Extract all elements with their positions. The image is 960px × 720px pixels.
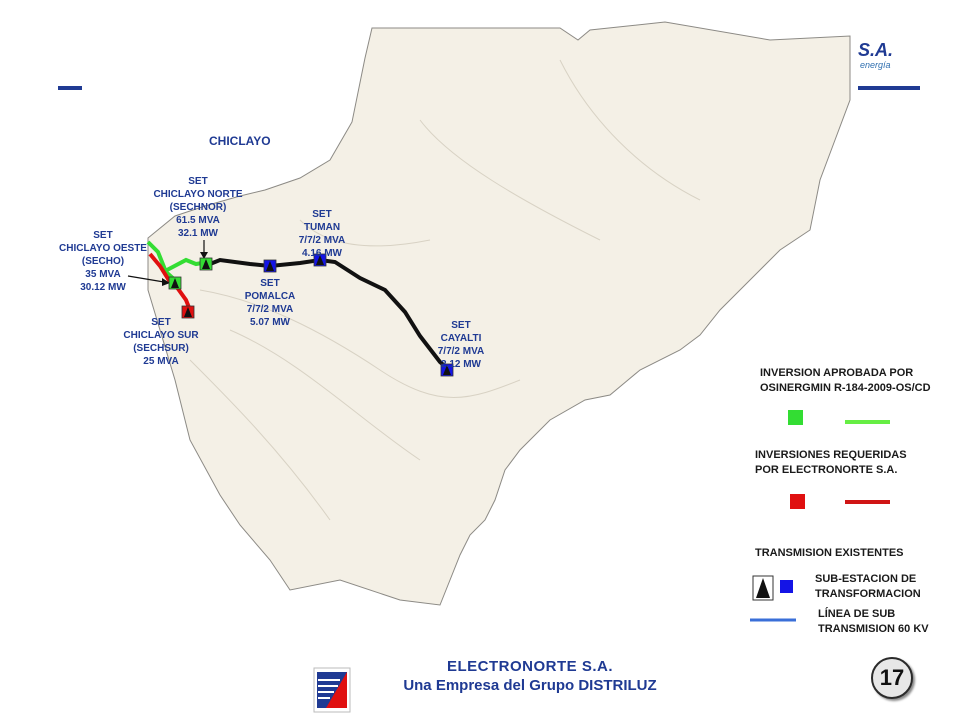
- company-logo: S.A. energía: [858, 40, 893, 70]
- substation-cayalti[interactable]: [440, 363, 454, 377]
- substation-sechnor[interactable]: [199, 257, 213, 271]
- svg-text:POR ELECTRONORTE S.A.: POR ELECTRONORTE S.A.: [755, 464, 897, 476]
- substation-tuman-icon: [316, 255, 324, 265]
- approved-line-secho-north: [146, 240, 177, 282]
- svg-text:CHICLAYO SUR: CHICLAYO SUR: [123, 330, 199, 341]
- substation-sechsur-icon: [184, 307, 192, 317]
- svg-text:CHICLAYO OESTE: CHICLAYO OESTE: [59, 243, 147, 254]
- svg-text:SET: SET: [151, 317, 170, 328]
- svg-text:SET: SET: [451, 320, 470, 331]
- label-pomalca: SET POMALCA 7/7/2 MVA 5.07 MW: [245, 278, 296, 328]
- substation-secho-icon: [171, 278, 179, 288]
- svg-text:LÍNEA DE SUB: LÍNEA DE SUB: [818, 607, 895, 620]
- svg-text:TRANSFORMACION: TRANSFORMACION: [815, 588, 921, 600]
- label-sechsur: SET CHICLAYO SUR (SECHSUR) 25 MVA: [123, 317, 199, 367]
- pointer-secho: [127, 275, 165, 283]
- label-secho: SET CHICLAYO OESTE (SECHO) 35 MVA 30.12 …: [59, 230, 147, 293]
- substation-pomalca[interactable]: [263, 259, 277, 273]
- svg-text:7/7/2 MVA: 7/7/2 MVA: [299, 235, 346, 246]
- svg-text:SET: SET: [93, 230, 112, 241]
- header-bar-left: [58, 86, 82, 90]
- distriluz-logo: [313, 667, 351, 713]
- svg-text:25 MVA: 25 MVA: [143, 356, 178, 367]
- svg-text:INVERSIONES REQUERIDAS: INVERSIONES REQUERIDAS: [755, 449, 907, 461]
- substation-cayalti-icon: [443, 365, 451, 375]
- svg-text:(SECHNOR): (SECHNOR): [170, 202, 227, 213]
- svg-text:CHICLAYO NORTE: CHICLAYO NORTE: [153, 189, 242, 200]
- substation-tuman[interactable]: [313, 253, 327, 267]
- region-shape: [147, 21, 851, 606]
- road-texture: [189, 59, 701, 521]
- legend-substation-triangle-icon: [756, 578, 770, 598]
- legend-approved-swatch: [788, 410, 803, 425]
- svg-text:INVERSION APROBADA POR: INVERSION APROBADA POR: [760, 367, 913, 379]
- legend-required-swatch: [790, 494, 805, 509]
- svg-text:61.5 MVA: 61.5 MVA: [176, 215, 220, 226]
- footer-tagline: Una Empresa del Grupo DISTRILUZ: [403, 677, 657, 694]
- svg-text:7/7/2 MVA: 7/7/2 MVA: [438, 346, 485, 357]
- pointer-secho-head: [162, 278, 170, 286]
- svg-text:CAYALTI: CAYALTI: [441, 333, 482, 344]
- label-sechnor: SET CHICLAYO NORTE (SECHNOR) 61.5 MVA 32…: [153, 176, 242, 239]
- svg-text:energía: energía: [860, 60, 891, 70]
- substation-sechnor-icon: [202, 259, 210, 269]
- svg-text:OSINERGMIN R-184-2009-OS/CD: OSINERGMIN R-184-2009-OS/CD: [760, 382, 931, 394]
- substation-secho[interactable]: [168, 276, 182, 290]
- city-label-chiclayo: CHICLAYO: [209, 134, 271, 148]
- header-bar-right: [858, 86, 920, 90]
- svg-text:TRANSMISION 60 KV: TRANSMISION 60 KV: [818, 623, 929, 635]
- svg-text:7/7/2 MVA: 7/7/2 MVA: [247, 304, 294, 315]
- svg-text:TUMAN: TUMAN: [304, 222, 340, 233]
- pointer-sechnor-head: [200, 252, 208, 259]
- svg-text:SET: SET: [312, 209, 331, 220]
- svg-text:5.07 MW: 5.07 MW: [250, 317, 291, 328]
- svg-text:4.16 MW: 4.16 MW: [302, 248, 343, 259]
- existing-line-tuman-cayalti: [209, 257, 449, 370]
- legend: INVERSION APROBADA POR OSINERGMIN R-184-…: [750, 367, 931, 635]
- substation-sechsur[interactable]: [181, 305, 195, 319]
- svg-text:(SECHO): (SECHO): [82, 256, 124, 267]
- label-tuman: SET TUMAN 7/7/2 MVA 4.16 MW: [299, 209, 346, 259]
- svg-text:SUB-ESTACION DE: SUB-ESTACION DE: [815, 573, 916, 585]
- label-cayalti: SET CAYALTI 7/7/2 MVA 2.12 MW: [438, 320, 485, 370]
- svg-text:TRANSMISION EXISTENTES: TRANSMISION EXISTENTES: [755, 547, 904, 559]
- svg-text:30.12 MW: 30.12 MW: [80, 282, 126, 293]
- svg-text:32.1 MW: 32.1 MW: [178, 228, 219, 239]
- svg-text:(SECHSUR): (SECHSUR): [133, 343, 189, 354]
- svg-text:2.12 MW: 2.12 MW: [441, 359, 482, 370]
- substation-pomalca-icon: [266, 261, 274, 271]
- svg-text:SET: SET: [188, 176, 207, 187]
- svg-text:POMALCA: POMALCA: [245, 291, 296, 302]
- footer-company: ELECTRONORTE S.A.: [446, 658, 613, 675]
- legend-substation-square: [780, 580, 793, 593]
- svg-text:S.A.: S.A.: [858, 40, 893, 60]
- page-number-badge: 17: [871, 657, 913, 699]
- footer: ELECTRONORTE S.A. Una Empresa del Grupo …: [330, 658, 730, 694]
- svg-text:SET: SET: [260, 278, 279, 289]
- svg-text:35 MVA: 35 MVA: [85, 269, 120, 280]
- required-line-secho-west: [148, 252, 172, 284]
